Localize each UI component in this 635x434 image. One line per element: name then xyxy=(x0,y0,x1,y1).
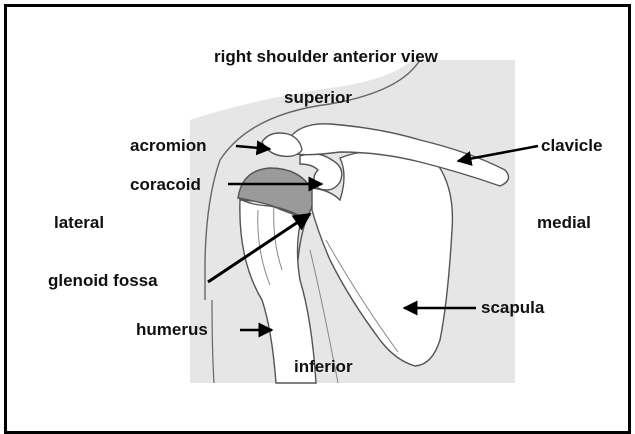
coracoid-label: coracoid xyxy=(130,176,201,193)
clavicle-label: clavicle xyxy=(541,137,602,154)
direction-inferior-label: inferior xyxy=(294,358,353,375)
scapula-label: scapula xyxy=(481,299,544,316)
direction-medial-label: medial xyxy=(537,214,591,231)
glenoid-fossa-label: glenoid fossa xyxy=(48,272,158,289)
direction-superior-label: superior xyxy=(284,89,352,106)
acromion-label: acromion xyxy=(130,137,207,154)
shoulder-diagram: right shoulder anterior view superior ac… xyxy=(0,0,635,423)
diagram-title: right shoulder anterior view xyxy=(214,48,438,65)
direction-lateral-label: lateral xyxy=(54,214,104,231)
humerus-label: humerus xyxy=(136,321,208,338)
